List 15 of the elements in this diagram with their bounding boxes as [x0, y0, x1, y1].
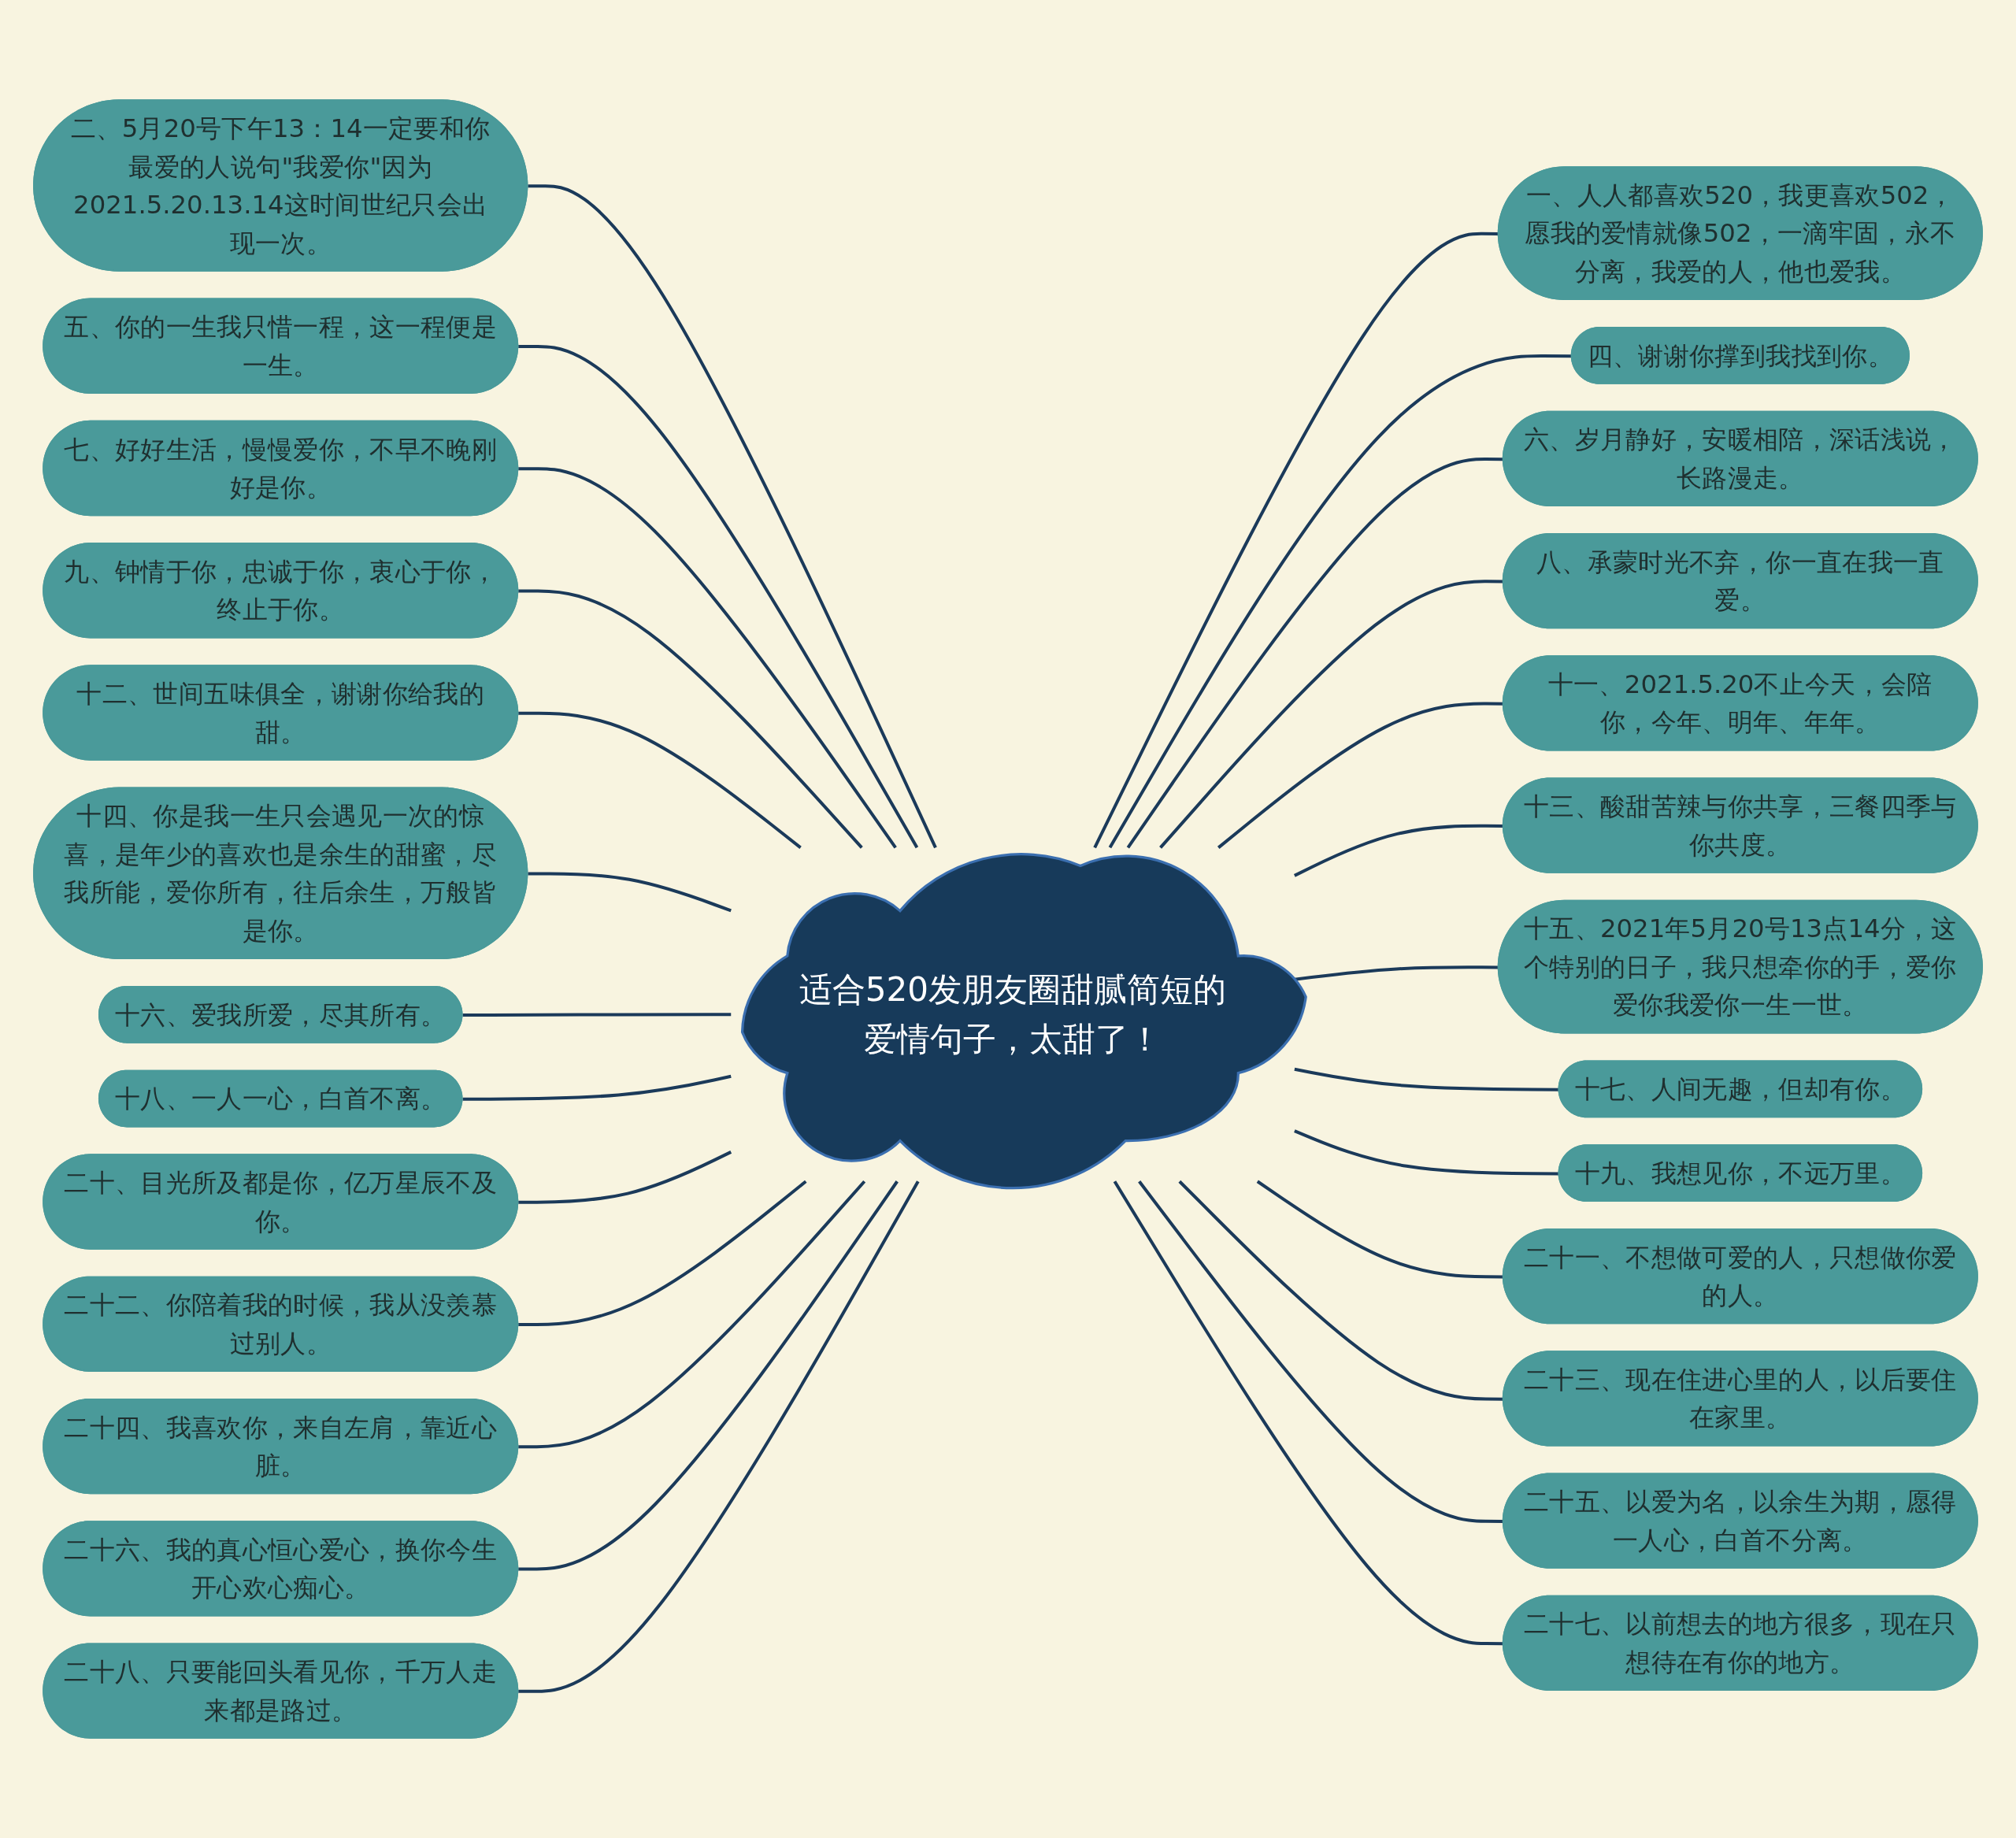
connector: [518, 1180, 807, 1327]
connector: [518, 589, 863, 849]
connector: [1294, 1067, 1560, 1091]
connector: [518, 1180, 866, 1449]
connector: [518, 1151, 732, 1204]
connector: [518, 344, 919, 849]
connector: [528, 184, 937, 849]
connector: [518, 1180, 899, 1571]
connector: [518, 1180, 920, 1693]
connector: [518, 467, 897, 849]
connector: [528, 872, 732, 913]
connector: [462, 1074, 732, 1101]
connector: [518, 711, 802, 849]
connector: [462, 1013, 732, 1017]
connector: [1294, 1129, 1560, 1176]
